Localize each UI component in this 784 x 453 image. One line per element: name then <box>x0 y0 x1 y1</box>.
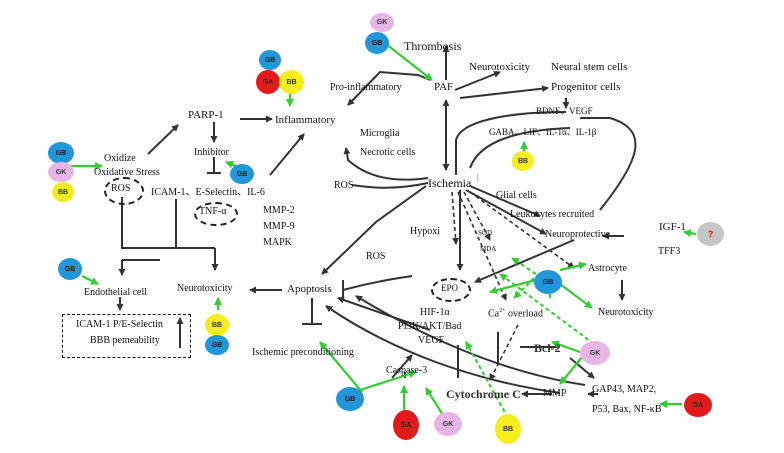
hif-label: HIF-1α <box>420 307 450 318</box>
mmp-label: MMP <box>543 388 567 399</box>
inhibitor-label: Inhibitor <box>194 147 229 158</box>
gb-node-inflammatory: GB <box>259 50 281 70</box>
endothelial-dashed-box <box>62 314 191 358</box>
ros-box-label: ROS <box>111 183 131 194</box>
ros-dashed-oval <box>104 177 144 205</box>
icam-p-label: ICAM-1 P/E-Selectin <box>76 319 163 330</box>
tnf-dashed-oval <box>194 202 238 226</box>
parp1-label: PARP-1 <box>188 109 224 121</box>
caspase3-label: Caspase-3 <box>386 365 428 376</box>
gaba-lif-label: GABA、LIF、IL-1α、IL-1β <box>489 127 597 137</box>
sod-label: SOD <box>478 229 493 237</box>
tnf-label: TNF-α <box>199 206 227 217</box>
glial-label: Glial cells <box>496 190 537 201</box>
gb-node-inhibitor: GB <box>230 164 254 184</box>
mmp2-label: MMP-2 <box>263 205 295 216</box>
microglia-label: Microglia <box>360 128 400 139</box>
gk-node-top: GK <box>370 13 394 32</box>
progenitor-label: Progenitor cells <box>551 81 621 93</box>
ca-superscript: 2+ <box>499 308 506 314</box>
green-dashed-arrows <box>465 257 595 419</box>
unknown-node: ? <box>697 222 724 246</box>
neural-stem-label: Neural stem cells <box>551 61 628 73</box>
neurotoxicity-mid-label: Neurotoxicity <box>177 283 233 294</box>
mda-label: MDA <box>480 245 497 253</box>
ga-node-inflammatory: GA <box>256 70 280 94</box>
bb-node-inflammatory: BB <box>279 70 304 94</box>
dashed-arrows <box>451 191 575 381</box>
mapk-label: MAPK <box>263 237 292 248</box>
bb-node-neurotoxicity: BB <box>205 314 229 336</box>
ga-node-bottom: GA <box>393 410 419 440</box>
igf1-label: IGF-1 <box>659 221 686 233</box>
gb-node-left: GB <box>48 142 74 164</box>
neuroprotective-label: Neuroprotective <box>545 229 610 240</box>
gb-node-neurotoxicity: GB <box>205 335 229 355</box>
bb-node-bottom: BB <box>495 414 521 444</box>
icam-esel-label: ICAM-1、E-Selectin、IL-6 <box>151 187 265 198</box>
ischemia-marker: | <box>477 172 479 182</box>
astrocyte-label: Astrocyte <box>588 263 627 274</box>
gk-node-left: GK <box>48 162 74 182</box>
gk-node-bottom: GK <box>434 412 462 436</box>
gap43-label: GAP43, MAP2, <box>592 384 657 395</box>
cytochrome-label: Cytochrome C <box>446 387 521 401</box>
apoptosis-label: Apoptosis <box>287 283 332 295</box>
oxidative-stress-label: Oxidative Stress <box>94 167 160 178</box>
vegf-label: VEGF <box>418 335 445 346</box>
neurotoxicity-right-label: Neurotoxicity <box>598 307 654 318</box>
paf-label: PAF <box>434 81 454 93</box>
inflammatory-label: Inflammatory <box>275 114 336 126</box>
ischemia-label: Ischemia <box>428 176 472 190</box>
epo-label: EPO <box>441 283 459 293</box>
bb-node-gaba: BB <box>512 151 534 171</box>
black-arrows <box>116 45 637 398</box>
gb-node-endothelial: GB <box>58 258 82 280</box>
hypoxi-label: Hypoxi <box>410 226 440 237</box>
gk-node-bcl2: GK <box>580 341 610 365</box>
ca-prefix: Ca <box>488 308 500 320</box>
ros-label-2: ROS <box>366 251 386 262</box>
ischemic-pre-label: Ischemic preconditioning <box>252 347 354 358</box>
necrotic-label: Necrotic cells <box>360 147 416 158</box>
ca-overload-label: Ca2+ overload <box>488 308 543 319</box>
leukocytes-label: Leukocytes recruited <box>510 209 595 220</box>
neurotoxicity-top-label: Neurotoxicity <box>469 61 531 73</box>
thrombosis-label: Thrombosis <box>404 39 462 53</box>
gb-node-top: GB <box>365 32 389 54</box>
bcl2-label: Bcl-2 <box>534 341 561 355</box>
gb-node-bottom: GB <box>336 387 364 411</box>
epo-dashed-oval <box>431 278 471 302</box>
bdnf-vegf-label: BDNF、VEGF <box>536 106 593 116</box>
pro-inflammatory-label: Pro-inflammatory <box>330 82 402 93</box>
ros-label-1: ROS <box>334 180 354 191</box>
mmp9-label: MMP-9 <box>263 221 295 232</box>
overload-text: overload <box>508 308 543 320</box>
endothelial-label: Endothelial cell <box>84 287 148 298</box>
gb-node-center: GB <box>534 270 562 294</box>
oxidize-label: Oxidize <box>104 153 136 164</box>
tff3-label: TFF3 <box>658 246 681 257</box>
p53-label: P53, Bax, NF-κB <box>592 404 662 415</box>
bb-node-left: BB <box>52 182 74 202</box>
pi3k-label: PI3K/AKT/Bad <box>398 321 462 332</box>
ga-node-right: GA <box>684 393 712 417</box>
bbb-label: BBB pemeability <box>90 335 160 346</box>
